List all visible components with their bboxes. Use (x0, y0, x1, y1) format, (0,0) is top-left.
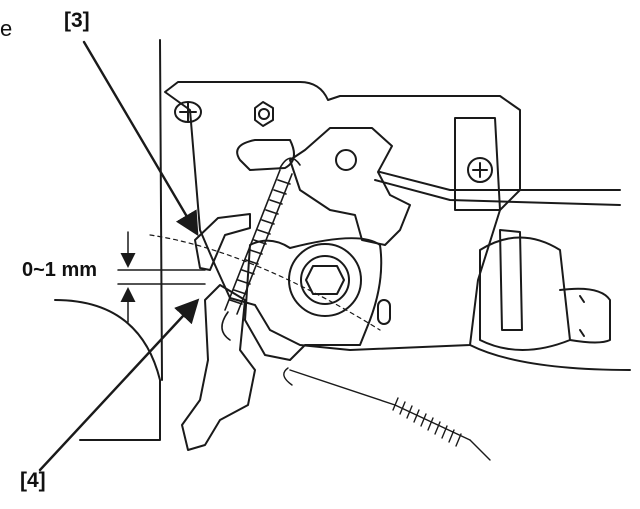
stopper-arm (181, 284, 256, 451)
hidden-edge (149, 234, 381, 331)
lever-pivot-hole (335, 149, 357, 171)
leader-arrow-3 (82, 40, 199, 237)
extension-spring (221, 157, 301, 341)
latch-lever (289, 127, 411, 246)
hex-nut (254, 101, 274, 127)
cropped-text: e (0, 16, 13, 41)
pivot-boss (288, 243, 362, 317)
plate-slot (236, 139, 295, 171)
hex-bolt (305, 265, 345, 295)
frame-curve (54, 299, 161, 441)
callout-3-label: [3] (64, 9, 90, 32)
clamp-screw (467, 157, 493, 183)
side-slot (377, 299, 391, 325)
callout-4-label: [4] (20, 469, 46, 492)
gap-dimension-label: 0~1 mm (22, 259, 98, 281)
control-cable (374, 179, 621, 206)
frame-edge (159, 39, 163, 381)
cable-clamp (454, 117, 501, 211)
return-spring (283, 367, 491, 461)
gap-dimension-lines (117, 231, 206, 323)
pawl (194, 213, 251, 271)
bumper (479, 236, 571, 351)
cam-plate (244, 237, 383, 361)
mounting-plate (164, 81, 521, 351)
leader-arrow-4 (38, 298, 200, 472)
